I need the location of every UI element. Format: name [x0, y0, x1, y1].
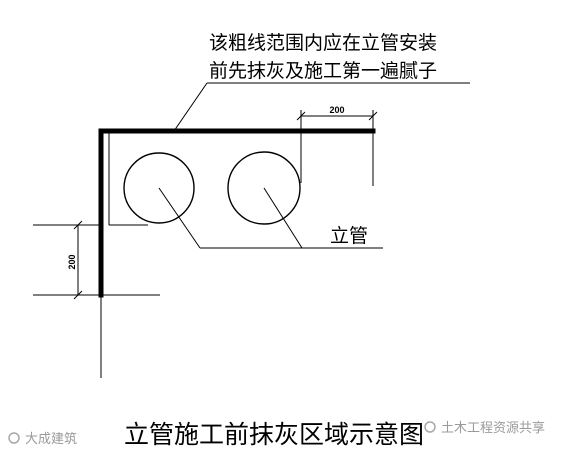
pipe-label: 立管: [330, 225, 368, 247]
watermark-right: 土木工程资源共享: [424, 420, 545, 436]
thick-plaster-line: [98, 128, 376, 298]
diagram-caption: 立管施工前抹灰区域示意图: [124, 420, 424, 449]
pipe-leader-right: [263, 187, 303, 249]
dim-h-text: 200: [329, 105, 344, 115]
pipe-leader-left: [158, 187, 201, 249]
svg-text:土木工程资源共享: 土木工程资源共享: [441, 420, 545, 436]
dim-h-tick-right: [368, 111, 378, 121]
dim-v-tick-top: [73, 220, 83, 230]
dim-v-tick-bottom: [73, 290, 83, 300]
annotation-line-2: 前先抹灰及施工第一遍腻子: [209, 60, 437, 82]
annotation-leader: [173, 82, 208, 132]
watermark-logo-icon-right: [424, 421, 436, 433]
dim-h-tick-left: [296, 111, 306, 121]
watermark-left: 大成建筑: [8, 431, 77, 447]
annotation-line-1: 该粗线范围内应在立管安装: [209, 32, 437, 54]
watermark-logo-icon: [8, 432, 20, 444]
pipe-circle-left: [123, 152, 195, 224]
svg-text:大成建筑: 大成建筑: [25, 431, 77, 447]
pipe-circle-right: [227, 151, 301, 225]
dim-v-text: 200: [67, 254, 77, 269]
